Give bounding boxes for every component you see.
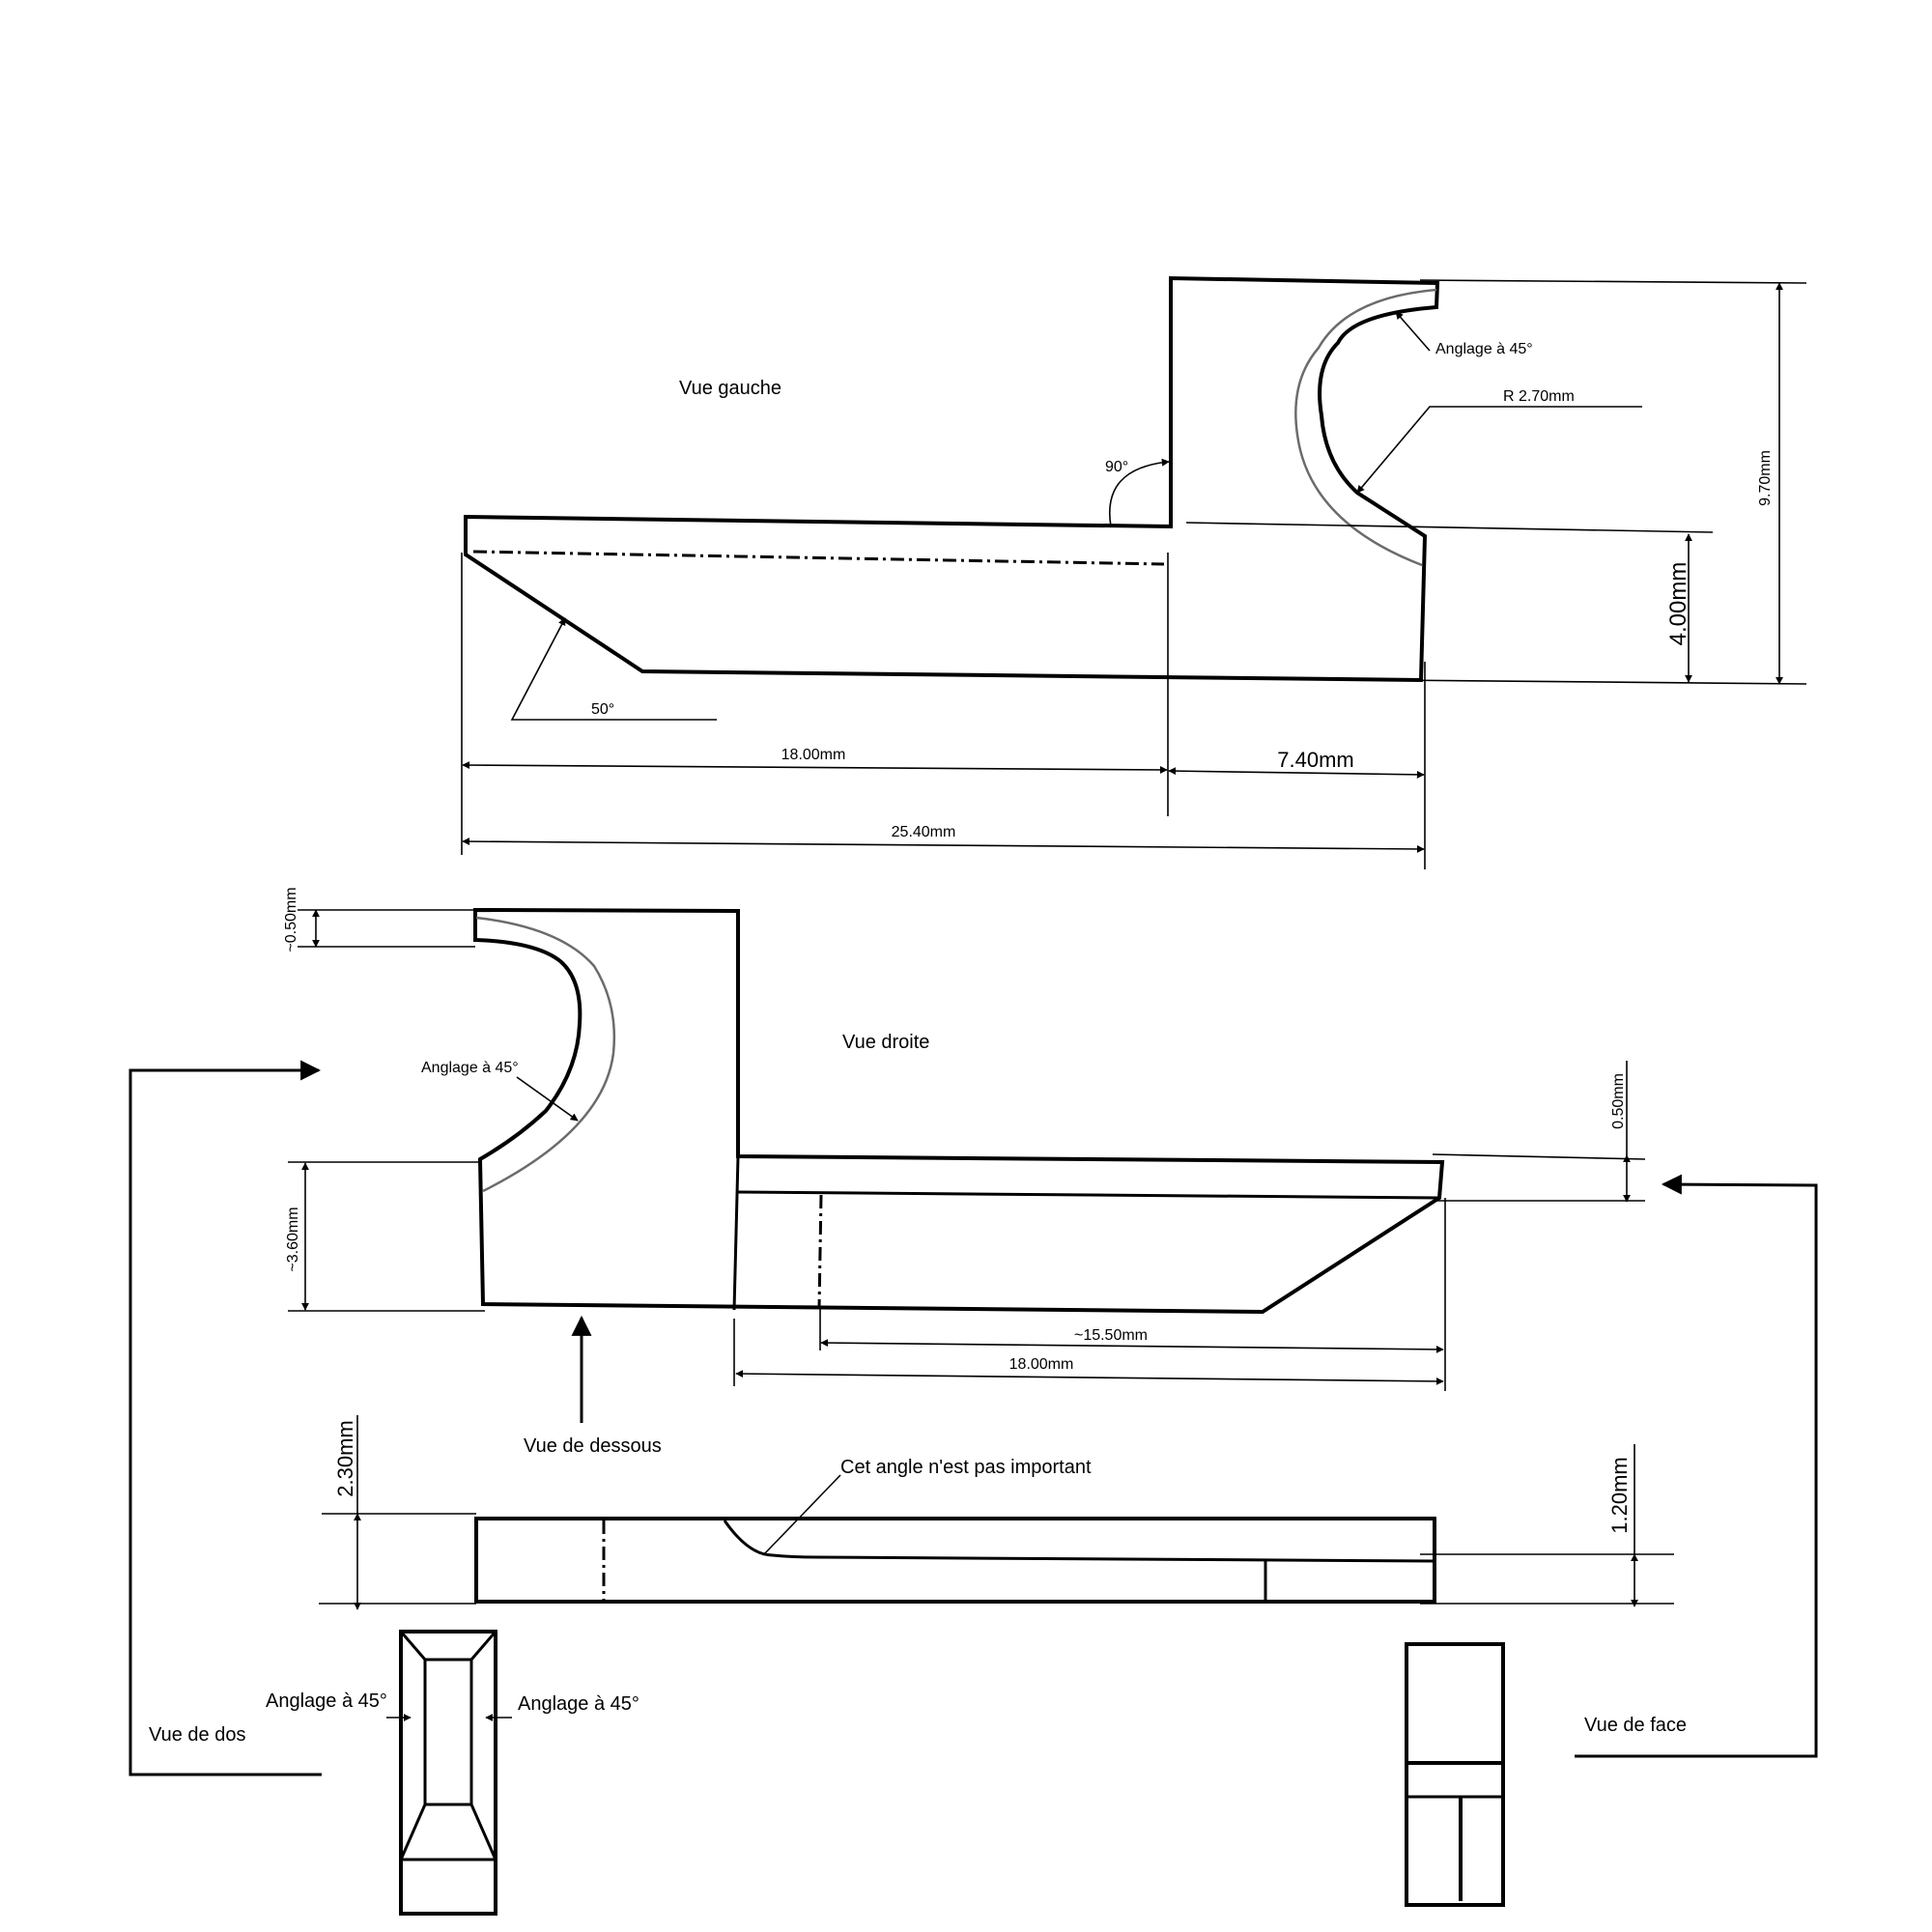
dim-approx-15-50-label: ~15.50mm — [1074, 1327, 1148, 1344]
left-view-ext-top — [1419, 279, 1807, 284]
dim-approx-0-50-label: ~0.50mm — [283, 887, 299, 952]
left-view-ref-line — [1185, 522, 1714, 533]
back-view-chamfer-right: Anglage à 45° — [518, 1693, 639, 1715]
dim-18-00-label: 18.00mm — [781, 747, 846, 763]
front-view-title: Vue de face — [1584, 1715, 1687, 1736]
back-view-title: Vue de dos — [149, 1724, 245, 1746]
dim-1-20-label: 1.20mm — [1607, 1457, 1632, 1533]
angle-90-arc — [1109, 458, 1170, 527]
dim-0-50-label: 0.50mm — [1610, 1073, 1627, 1129]
right-view-outline — [473, 907, 1445, 1315]
left-view-ext-bottom — [1390, 679, 1807, 685]
bottom-view-outline — [474, 1517, 1436, 1604]
back-view: Anglage à 45° Anglage à 45° Vue de dos — [128, 1060, 639, 1916]
dim-2-30-label: 2.30mm — [333, 1420, 357, 1496]
angle-50-label: 50° — [591, 701, 614, 718]
right-view-step-line — [732, 1155, 740, 1311]
dim-18-00-right-line — [735, 1370, 1444, 1385]
back-view-chamfer-left: Anglage à 45° — [266, 1690, 387, 1712]
angle-90-label: 90° — [1105, 459, 1128, 475]
front-view: Vue de face — [1405, 1174, 1818, 1907]
dim-25-40-line — [462, 838, 1425, 853]
radius-leader — [1356, 406, 1642, 494]
angle-note-label: Cet angle n'est pas important — [840, 1457, 1092, 1478]
dim-9-70-label: 9.70mm — [1757, 450, 1774, 506]
back-view-arrow — [128, 1060, 322, 1776]
front-view-outline — [1405, 1642, 1505, 1907]
right-view-centerline — [817, 1194, 823, 1309]
angle-note-leader — [762, 1474, 841, 1556]
dim-7-40-line — [1168, 767, 1425, 779]
front-view-arrow — [1575, 1174, 1818, 1758]
left-view-chamfer-curve — [1294, 288, 1437, 567]
right-view-chamfer-curve — [475, 916, 616, 1193]
left-view-centerline — [472, 550, 1165, 566]
dim-25-40-label: 25.40mm — [892, 824, 956, 840]
right-view: ~0.50mm ~3.60mm 0.50mm ~15.50mm 18.00mm … — [283, 887, 1646, 1457]
chamfer-leader-right-view — [516, 1076, 579, 1122]
right-view-title: Vue droite — [842, 1032, 929, 1053]
back-view-inner — [423, 1658, 473, 1806]
back-view-outline — [399, 1630, 497, 1916]
dim-4-00-label: 4.00mm — [1665, 562, 1691, 646]
angle-50-leader — [510, 617, 717, 721]
chamfer-label-left: Anglage à 45° — [1435, 341, 1533, 357]
right-view-ext-top-right — [1432, 1153, 1646, 1160]
left-view: 9.70mm 4.00mm 18.00mm 7.40mm 25.40mm Vue… — [461, 275, 1807, 869]
dim-7-40-label: 7.40mm — [1277, 748, 1353, 772]
right-view-inner-line — [737, 1190, 1440, 1200]
left-view-outline — [464, 275, 1440, 683]
dim-18-00-line — [462, 761, 1168, 774]
chamfer-label-right-view: Anglage à 45° — [421, 1060, 519, 1076]
dim-18-00-right-label: 18.00mm — [1009, 1356, 1074, 1373]
left-view-title: Vue gauche — [679, 378, 781, 399]
bottom-view-title: Vue de dessous — [524, 1435, 662, 1457]
bottom-view: 2.30mm 1.20mm Cet angle n'est pas import… — [319, 1415, 1674, 1610]
bottom-view-inner-curve — [723, 1520, 1435, 1563]
radius-label: R 2.70mm — [1503, 388, 1575, 405]
chamfer-leader-left — [1395, 311, 1431, 352]
back-view-chamfer-lines — [399, 1631, 497, 1861]
dim-approx-3-60-label: ~3.60mm — [285, 1207, 301, 1271]
dim-approx-15-50-line — [820, 1339, 1444, 1353]
